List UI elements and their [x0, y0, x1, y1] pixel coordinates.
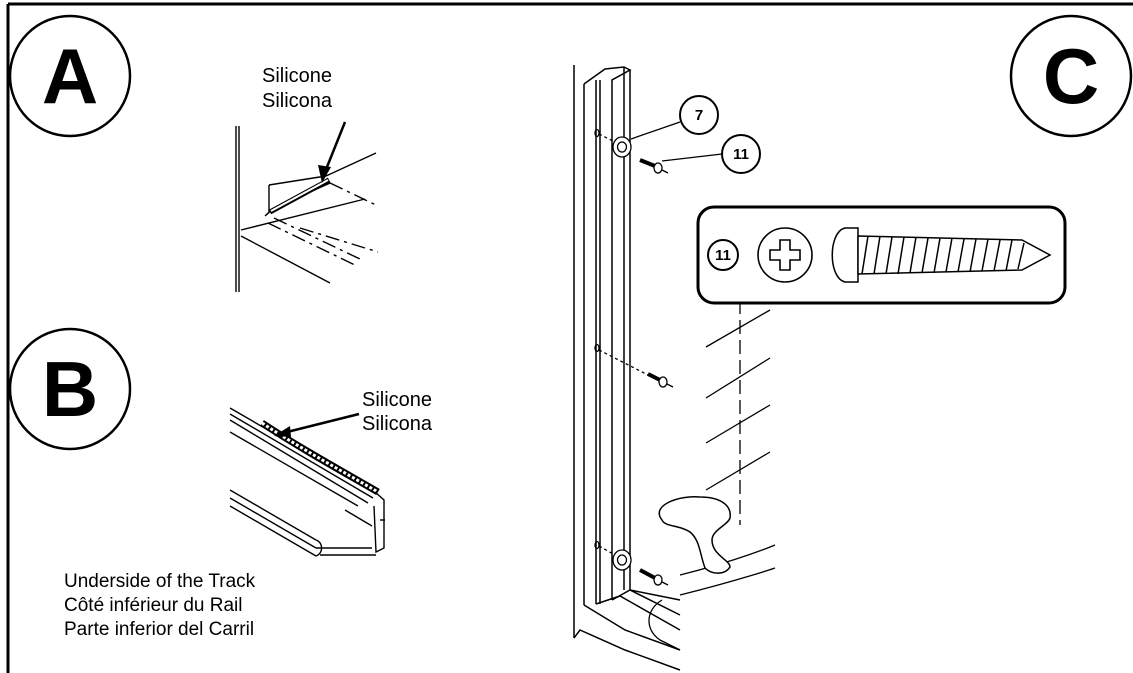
screw-side-icon: [831, 227, 1052, 283]
caption-line-english: Underside of the Track: [64, 571, 256, 592]
panel-a-track-illustration: [235, 126, 379, 292]
panel-c-door-frame: [573, 65, 681, 671]
callout-7: 7: [630, 95, 719, 140]
caption-line-spanish: Parte inferior del Carril: [64, 619, 254, 640]
panel-c-screw-bottom: [594, 540, 669, 586]
panel-b-silicone-line-1: Silicone: [362, 389, 432, 411]
panel-c-badge: C: [1009, 14, 1133, 138]
caption-line-french: Côté inférieur du Rail: [64, 595, 242, 616]
panel-a-badge: A: [8, 14, 132, 138]
callout-7-number: 7: [695, 107, 703, 124]
panel-c-screw-top: [594, 128, 669, 174]
screw-legend-number: 11: [715, 247, 731, 264]
panel-c-screw-middle: [594, 343, 674, 388]
panel-a-silicone-line-2: Silicona: [262, 90, 333, 112]
panel-b-silicone-line-2: Silicona: [362, 413, 433, 435]
panel-a-silicone-line-1: Silicone: [262, 65, 332, 87]
callout-11-number: 11: [733, 146, 749, 163]
panel-b-silicone-arrow: [274, 412, 360, 437]
phillips-head-icon: [757, 227, 813, 283]
panel-c-glass-edge: [648, 261, 776, 651]
callout-11: 11: [661, 134, 761, 174]
panel-a-silicone-label: Silicone Silicona: [262, 65, 333, 112]
panel-c-letter: C: [1043, 32, 1099, 120]
page-border: [6, 2, 1133, 673]
panel-c-bumper: [658, 496, 731, 574]
panel-b-letter: B: [42, 345, 98, 433]
panel-b-caption: Underside of the Track Côté inférieur du…: [64, 571, 256, 640]
panel-a-letter: A: [42, 32, 98, 120]
panel-b-silicone-label: Silicone Silicona: [362, 389, 433, 435]
panel-a-silicone-arrow: [318, 121, 347, 183]
panel-b-badge: B: [8, 327, 132, 451]
panel-b-track-illustration: [229, 407, 385, 557]
